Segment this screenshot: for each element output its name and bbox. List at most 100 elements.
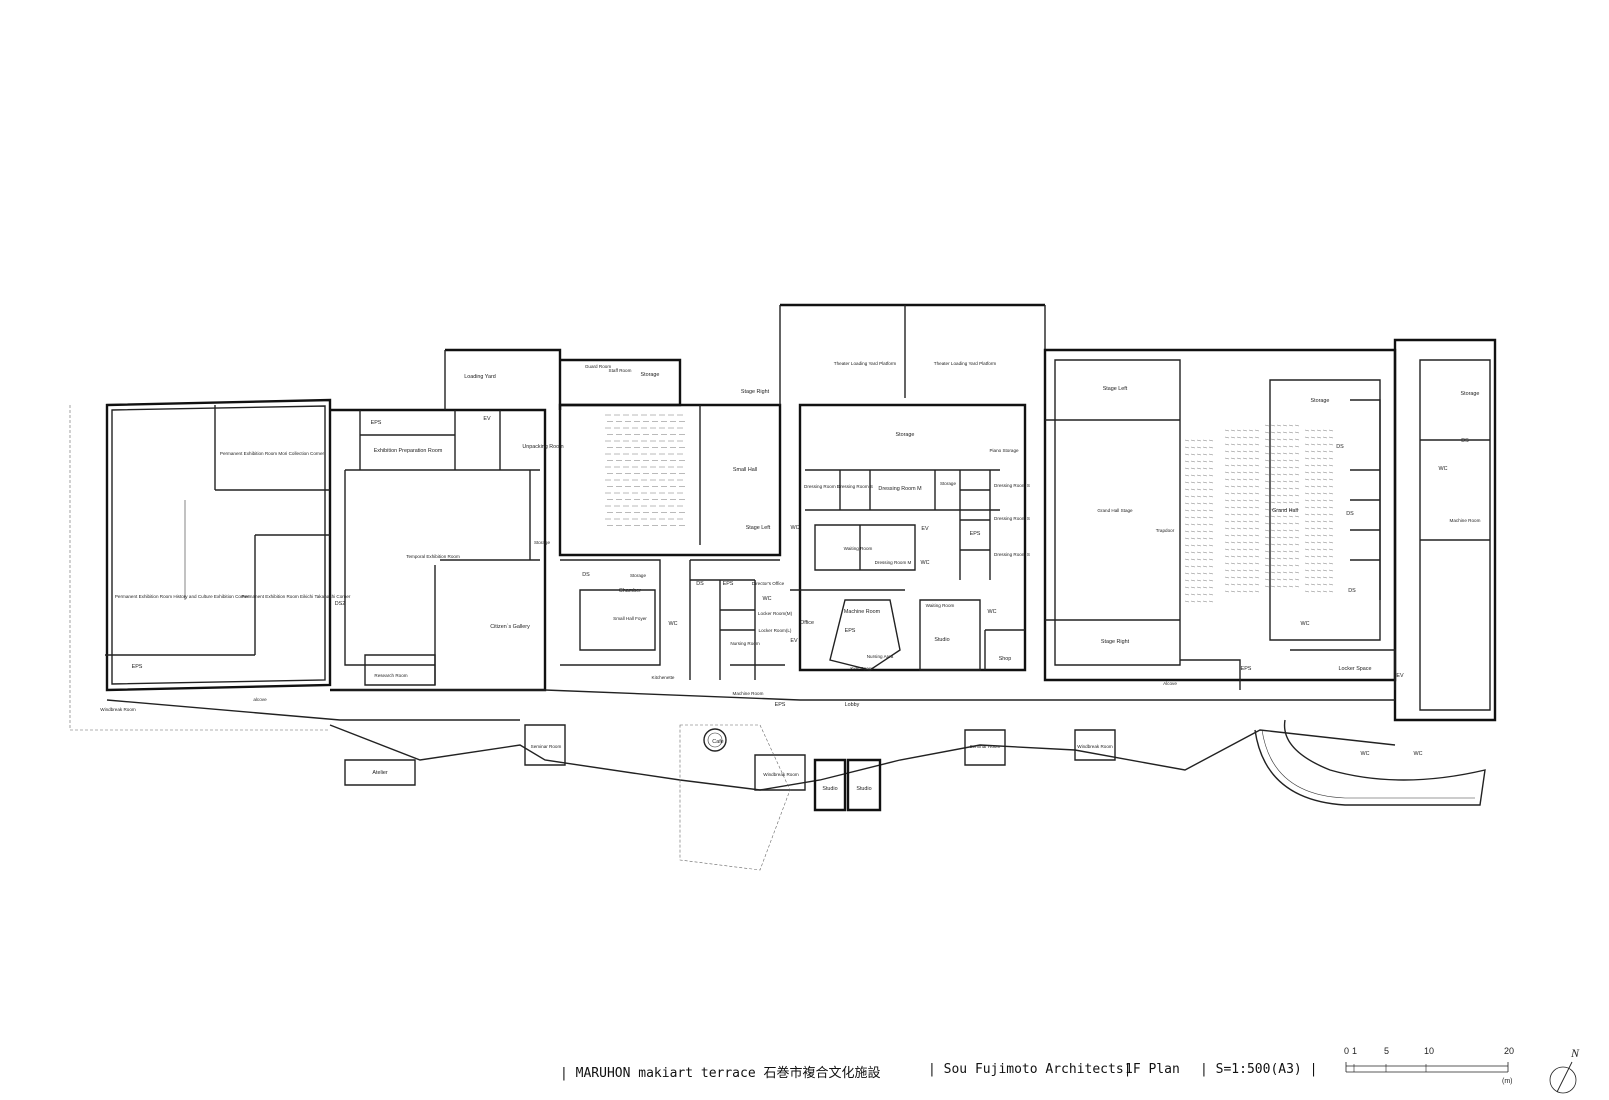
scale-tick-0: 0 — [1344, 1046, 1350, 1056]
room-label-ev-4: EV — [1396, 673, 1404, 679]
room-label-office: Office — [800, 620, 814, 626]
room-label-wc-6: WC — [1301, 621, 1310, 627]
building-outline — [69, 303, 1497, 791]
room-label-eps-2: EPS — [970, 531, 981, 537]
room-label-seminar-2: Seminar Room — [970, 744, 1001, 749]
room-label-dressing-s1: Dressing Room S — [804, 484, 840, 489]
room-label-windbreak-center: Windbreak Room — [763, 772, 799, 777]
room-label-nursing-area: Nursing Area — [867, 654, 894, 659]
partitions — [105, 379, 1490, 871]
room-label-storage-grand-back: Storage — [1311, 398, 1330, 404]
room-labels: Loading Yard Guard Room Staff Room Stora… — [100, 361, 1480, 792]
room-label-storage-center: Storage — [896, 432, 915, 438]
room-label-wc-2: WC — [921, 560, 930, 566]
room-label-wc-5: WC — [988, 609, 997, 615]
room-label-small-hall: Small Hall — [733, 467, 757, 473]
room-label-dressing-s4: Dressing Room S — [994, 516, 1030, 521]
room-label-eps-7: EPS — [775, 702, 786, 708]
scale-bar-graphic — [1345, 1062, 1509, 1073]
scale-tick-20: 20 — [1504, 1046, 1515, 1056]
title-block: | MARUHON makiart terrace 石巻市複合文化施設 | So… — [0, 1062, 1609, 1088]
room-label-lobby: Lobby — [845, 702, 860, 708]
room-label-studio-a: Studio — [822, 786, 837, 792]
room-label-kids-space: Kids Space — [850, 666, 874, 671]
room-label-kitchenette: Kitchenette — [652, 675, 675, 680]
room-label-alcove-left: alcove — [253, 697, 267, 702]
room-label-studio-main: Studio — [934, 637, 949, 643]
room-label-waiting-room-1: Waiting Room — [844, 546, 873, 551]
room-label-wc-3: WC — [763, 596, 772, 602]
room-label-ev-3: EV — [790, 638, 798, 644]
architect-name: | Sou Fujimoto Architects| — [928, 1062, 1132, 1077]
small-hall-seating — [605, 414, 685, 526]
room-label-nursing-room: Nursing Room — [730, 641, 760, 646]
room-label-storage-small: Storage — [940, 481, 957, 486]
room-label-ds2: DS2 — [335, 601, 346, 607]
room-label-waiting-room-2: Waiting Room — [926, 603, 955, 608]
room-label-loading-yard: Loading Yard — [464, 374, 496, 380]
room-label-wc-right: WC — [1439, 466, 1448, 472]
room-label-storage-top: Storage — [641, 372, 660, 378]
room-label-machine-room-lower: Machine Room — [733, 691, 764, 696]
room-label-cafe: Cafe — [712, 739, 723, 745]
project-title: | MARUHON makiart terrace 石巻市複合文化施設 — [560, 1066, 881, 1081]
room-label-wc-4: WC — [669, 621, 678, 627]
north-arrow: N — [1545, 1046, 1589, 1096]
room-label-ev-1: EV — [483, 416, 491, 422]
room-label-alcove-right: Alcove — [1163, 681, 1177, 686]
room-label-studio-b: Studio — [856, 786, 871, 792]
sheet-name: 1F Plan — [1125, 1062, 1180, 1077]
room-label-windbreak-left: Windbreak Room — [100, 707, 136, 712]
room-label-ds-left: DS — [582, 572, 590, 578]
scale-bar: 0 1 5 10 20 (m) — [1344, 1046, 1524, 1094]
room-label-theater-loading-1: Theater Loading Yard Platform — [834, 361, 897, 366]
room-label-grand-hall-stage: Grand Hall Stage — [1097, 508, 1133, 513]
north-label: N — [1571, 1046, 1580, 1060]
room-label-atelier: Atelier — [372, 770, 387, 776]
room-label-wc-7: WC — [1361, 751, 1370, 757]
room-label-machine-room-center: Machine Room — [844, 609, 881, 615]
room-label-citizens-gallery: Citizen`s Gallery — [490, 624, 530, 630]
room-label-dressing-m2: Dressing Room M — [875, 560, 912, 565]
room-label-eps-6: EPS — [132, 664, 143, 670]
room-label-perm-history: Permanent Exhibition Room History and Cu… — [115, 594, 250, 599]
room-label-seminar-1: Seminar Room — [531, 744, 562, 749]
room-label-chamber: Chamber — [619, 588, 641, 594]
room-label-ds-3: DS — [1346, 511, 1354, 517]
room-label-stage-right-small: Stage Right — [741, 389, 770, 395]
room-label-dressing-s5: Dressing Room S — [994, 552, 1030, 557]
room-label-temporal-exhibition: Temporal Exhibition Room — [406, 554, 460, 559]
room-label-storage-chamber: Storage — [630, 573, 647, 578]
scale-tick-5: 5 — [1384, 1046, 1390, 1056]
room-label-perm-eikichi: Permanent Exhibition Room Eikichi Takaha… — [242, 594, 351, 599]
room-label-stage-right-grand: Stage Right — [1101, 639, 1130, 645]
room-label-exhibition-prep: Exhibition Preparation Room — [374, 448, 443, 454]
room-label-eps-5: EPS — [1241, 666, 1252, 672]
scale-tick-10: 10 — [1424, 1046, 1435, 1056]
room-label-stage-left-small: Stage Left — [746, 525, 771, 531]
room-label-machine-room-right: Machine Room — [1450, 518, 1481, 523]
room-label-eps-4: EPS — [845, 628, 856, 634]
room-label-dressing-s3: Dressing Room S — [994, 483, 1030, 488]
room-label-ev-2: EV — [921, 526, 929, 532]
room-label-dressing-s2: Dressing Room S — [837, 484, 873, 489]
room-label-locker-space: Locker Space — [1339, 666, 1372, 672]
room-label-research-room: Research Room — [374, 673, 407, 678]
room-label-ds-1: DS — [1336, 444, 1344, 450]
room-label-storage-far-right: Storage — [1461, 391, 1480, 397]
room-label-grand-hall: Grand Hall — [1272, 508, 1298, 514]
room-label-unpacking-room: Unpacking Room — [522, 444, 564, 450]
room-label-wc-8: WC — [1414, 751, 1423, 757]
room-label-ds-mid: DS — [696, 581, 704, 587]
room-label-locker-room-m: Locker Room(M) — [758, 611, 793, 616]
room-label-trapdoor: Trapdoor — [1156, 528, 1175, 533]
scale-unit: (m) — [1502, 1078, 1513, 1085]
scale-text: | S=1:500(A3) | — [1200, 1062, 1318, 1077]
room-label-ds-2: DS — [1461, 438, 1469, 444]
room-label-piano-storage: Piano Storage — [989, 448, 1019, 453]
room-label-director-office: Director's Office — [752, 581, 785, 586]
scale-tick-1: 1 — [1352, 1046, 1358, 1056]
room-label-shop: Shop — [999, 656, 1012, 662]
room-label-theater-loading-2: Theater Loading Yard Platform — [934, 361, 997, 366]
